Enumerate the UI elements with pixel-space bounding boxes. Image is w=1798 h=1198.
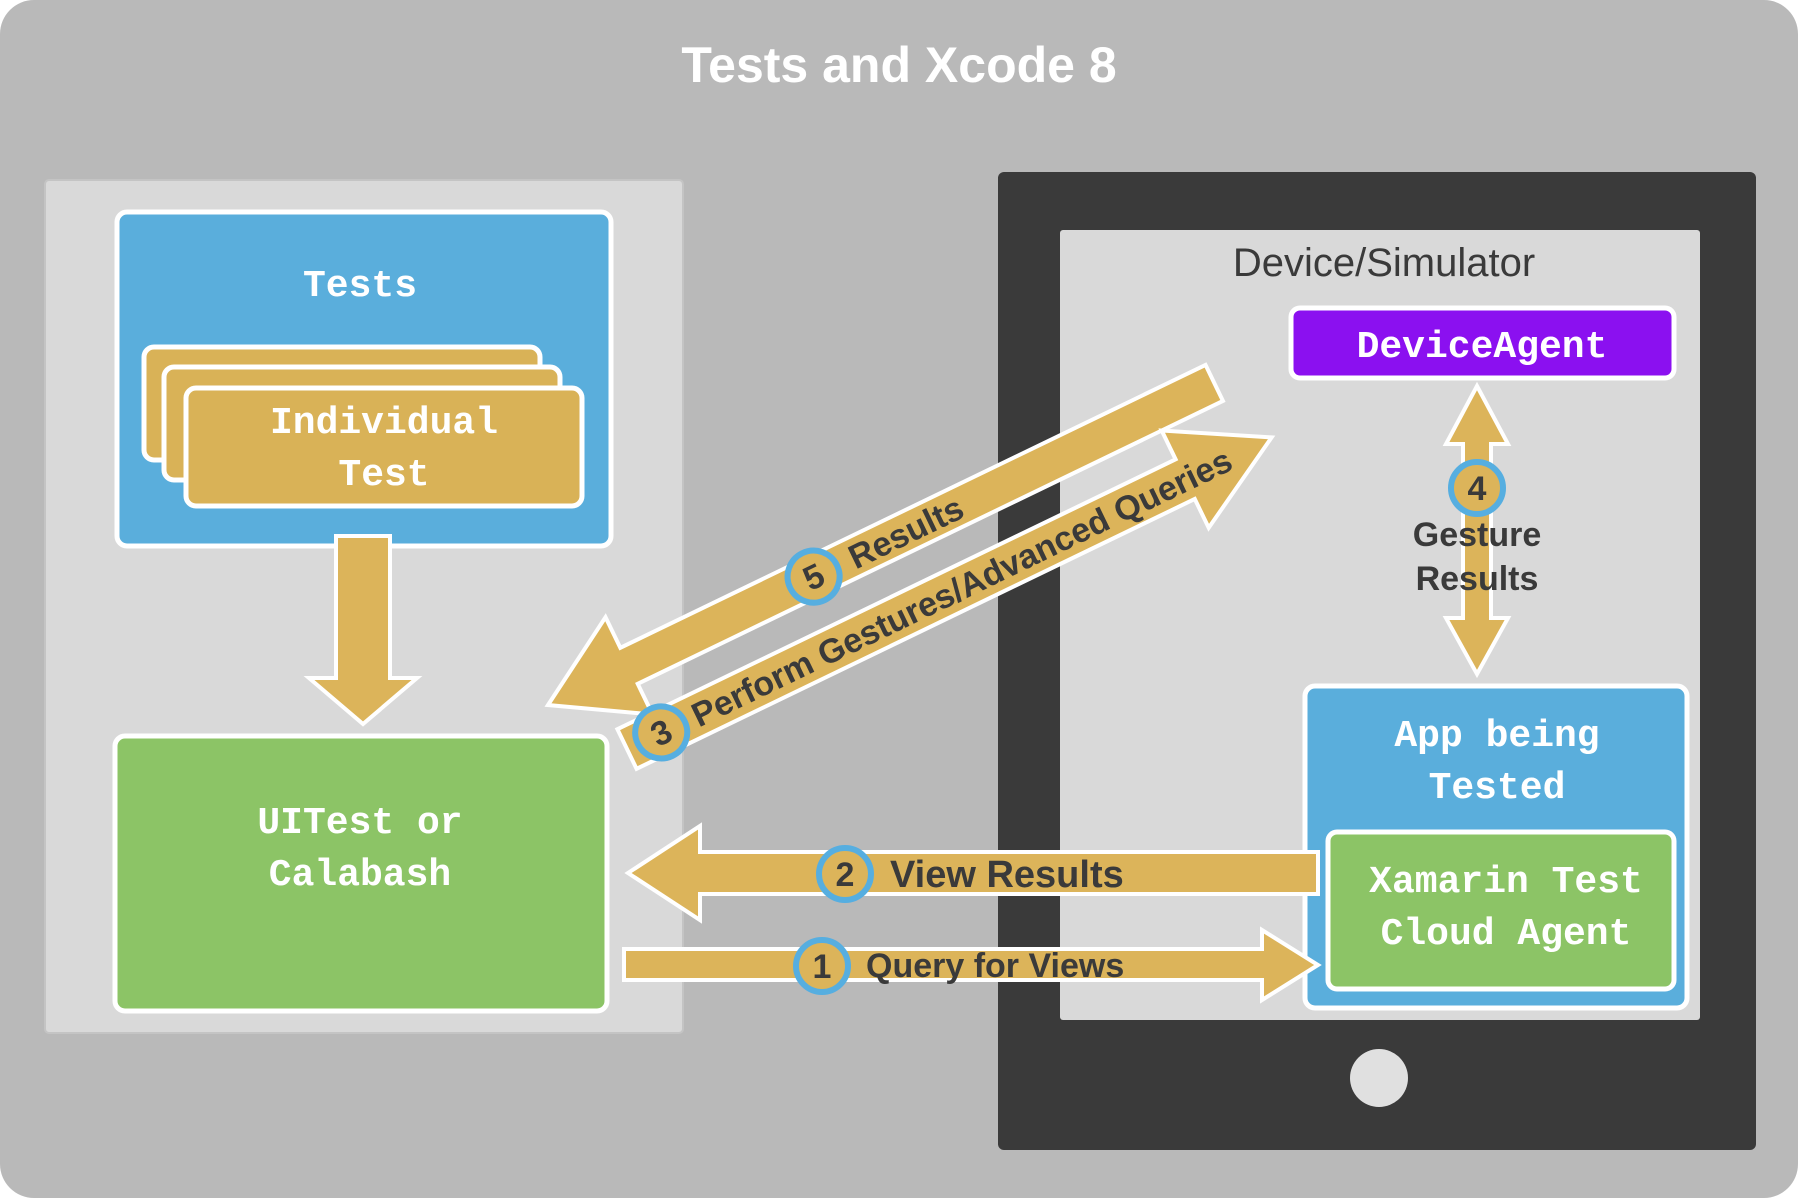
step2-label: View Results [890, 854, 1124, 896]
step4-label-line2: Results [1416, 560, 1539, 598]
runner-box-line1: UITest or [257, 802, 462, 845]
step1-badge [793, 937, 851, 995]
step4-number: 4 [1468, 470, 1487, 508]
step2-badge [816, 845, 874, 903]
step1-number: 1 [813, 948, 832, 986]
cloud-agent-line1: Xamarin Test [1369, 861, 1643, 904]
tests-box-title: Tests [303, 265, 417, 308]
step1-label: Query for Views [866, 947, 1124, 985]
cloud-agent-line2: Cloud Agent [1381, 913, 1632, 956]
tests-to-runner-arrow [303, 534, 423, 727]
diagram-title: Tests and Xcode 8 [681, 37, 1116, 93]
app-box-line1: App being [1394, 715, 1599, 758]
step1-arrow [622, 926, 1322, 1004]
test-card-front [183, 385, 585, 509]
device-label: Device/Simulator [1233, 241, 1535, 285]
test-card-line2: Test [338, 454, 429, 497]
step2-arrow [624, 822, 1320, 924]
step2-number: 2 [836, 856, 855, 894]
home-button [1350, 1049, 1408, 1107]
step5-badge [784, 547, 843, 606]
step3-arrow [614, 428, 1276, 772]
test-card-line1: Individual [270, 402, 498, 445]
runner-box [112, 733, 610, 1014]
step3-badge [632, 703, 691, 762]
cloud-agent-box [1325, 829, 1677, 992]
step4-arrow [1442, 381, 1512, 679]
device-agent-label: DeviceAgent [1357, 326, 1608, 369]
step4-label-line1: Gesture [1413, 516, 1542, 554]
device-agent-box [1288, 305, 1677, 381]
runner-box-line2: Calabash [269, 854, 451, 897]
app-box-line2: Tested [1429, 767, 1566, 810]
step4-badge [1448, 459, 1506, 517]
